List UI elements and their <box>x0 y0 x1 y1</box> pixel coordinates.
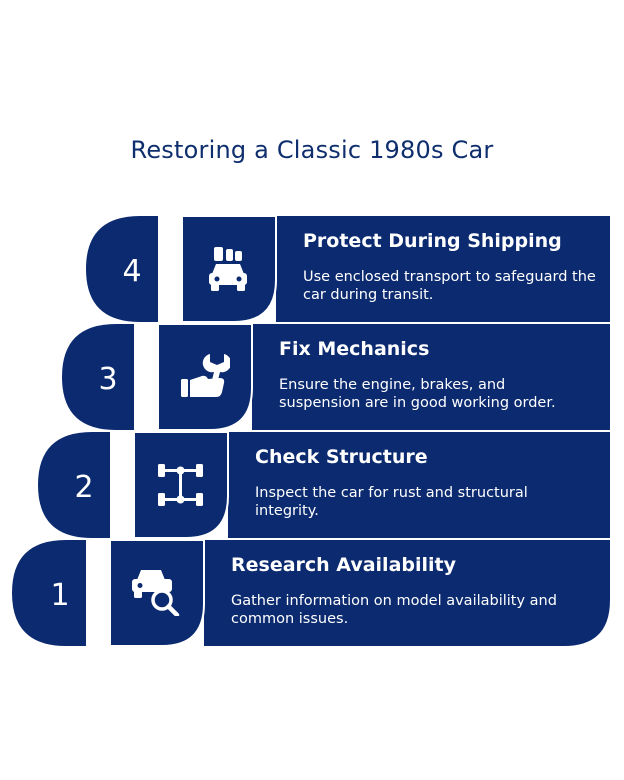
step-2-text: Check Structure Inspect the car for rust… <box>255 446 555 520</box>
step-4-description: Use enclosed transport to safeguard the … <box>303 269 596 303</box>
step-1-right-block <box>204 540 610 646</box>
step-1-text: Research Availability Gather information… <box>231 554 591 628</box>
step-2-title: Check Structure <box>255 446 428 468</box>
step-2-number: 2 <box>74 470 94 505</box>
wrench-hand-icon <box>181 354 230 397</box>
step-4-right-block <box>276 216 610 322</box>
step-2-right-block <box>228 432 610 538</box>
page-title: Restoring a Classic 1980s Car <box>130 136 494 164</box>
step-3-text: Fix Mechanics Ensure the engine, brakes,… <box>279 338 579 412</box>
step-1-left-block <box>12 540 86 646</box>
car-luggage-icon <box>209 247 247 291</box>
step-3-description: Ensure the engine, brakes, and suspensio… <box>279 377 556 411</box>
step-3-right-block <box>252 324 610 430</box>
step-2-left-block <box>38 432 110 538</box>
step-1-number: 1 <box>50 578 70 613</box>
step-4-text: Protect During Shipping Use enclosed tra… <box>303 230 603 304</box>
step-2-description: Inspect the car for rust and structural … <box>255 485 528 519</box>
car-search-icon <box>132 570 180 616</box>
step-3-title: Fix Mechanics <box>279 338 430 360</box>
step-1-title: Research Availability <box>231 554 456 576</box>
chassis-icon <box>158 464 203 506</box>
step-4-left-block <box>86 216 158 322</box>
step-3-left-block <box>62 324 134 430</box>
step-4-number: 4 <box>122 254 142 289</box>
step-4-title: Protect During Shipping <box>303 230 562 252</box>
step-1-description: Gather information on model availability… <box>231 593 557 627</box>
step-3-number: 3 <box>98 362 118 397</box>
